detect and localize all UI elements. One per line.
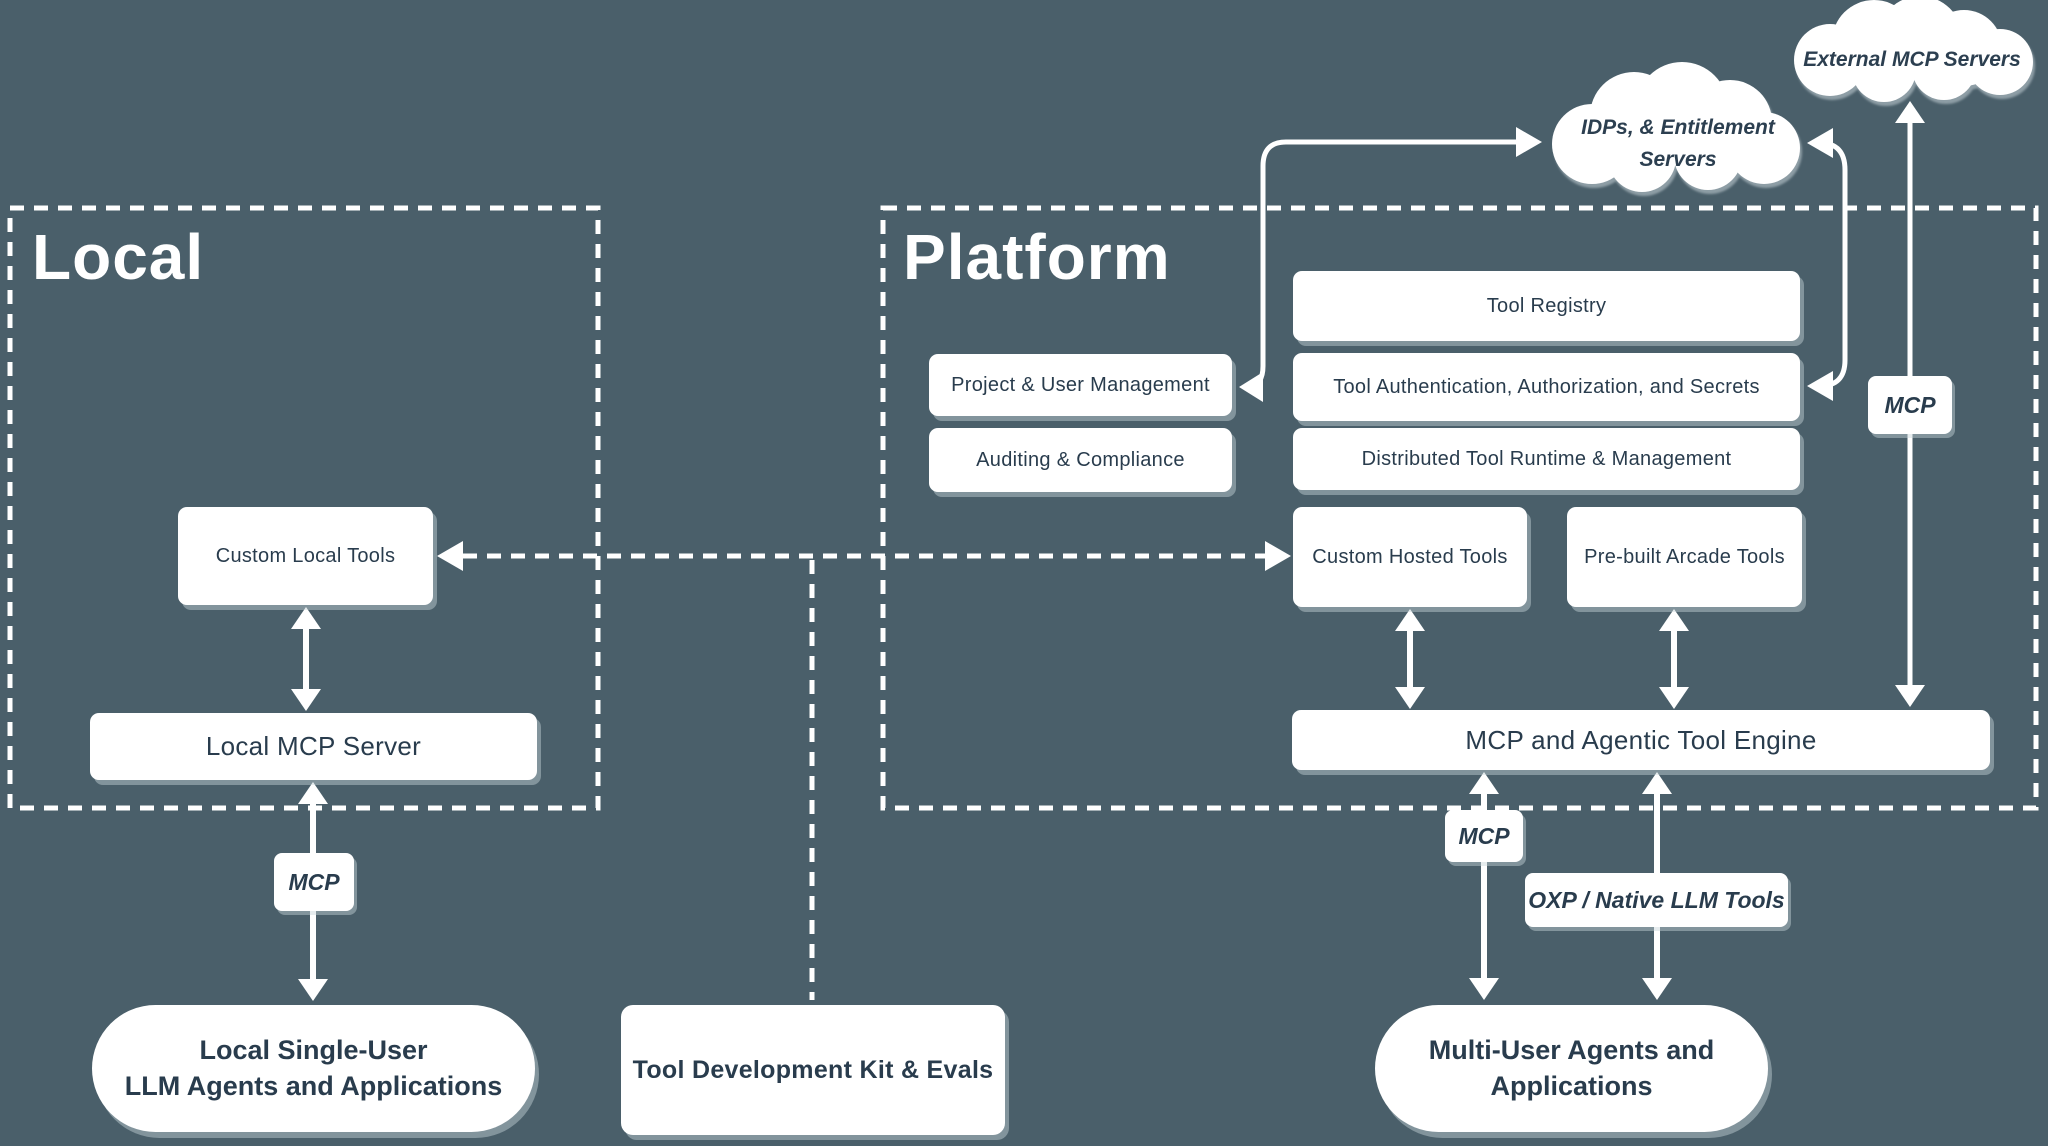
multi-agents-line1: Multi-User Agents and <box>1428 1035 1715 1066</box>
node-tool-auth: Tool Authentication, Authorization, and … <box>1293 353 1800 421</box>
node-tool-registry: Tool Registry <box>1293 271 1800 341</box>
label-mcp-bottom: MCP <box>1445 810 1523 862</box>
connector-project-idps <box>1239 127 1542 402</box>
platform-region-border <box>880 205 2039 811</box>
node-auditing-compliance: Auditing & Compliance <box>929 428 1232 492</box>
local-agents-line2: LLM Agents and Applications <box>124 1070 503 1101</box>
arrow-hosted-engine <box>1395 609 1425 709</box>
arrow-dashed-local-hosted <box>437 541 1291 571</box>
idps-cloud-label: IDPs, & Entitlement Servers <box>1558 112 1798 175</box>
connector-toolauth-idps <box>1807 128 1848 401</box>
arrow-customlocal-localmcp <box>291 607 321 711</box>
local-region-border <box>7 205 601 811</box>
node-local-single-user-agents: Local Single-User LLM Agents and Applica… <box>92 1005 535 1132</box>
node-distributed-runtime: Distributed Tool Runtime & Management <box>1293 428 1800 490</box>
local-region-title: Local <box>32 221 205 293</box>
platform-region-title: Platform <box>903 221 1171 293</box>
node-tool-development-kit: Tool Development Kit & Evals <box>621 1005 1005 1135</box>
node-mcp-agentic-engine: MCP and Agentic Tool Engine <box>1292 710 1990 770</box>
idps-cloud-label-line1: IDPs, & Entitlement <box>1581 116 1775 139</box>
node-custom-local-tools: Custom Local Tools <box>178 507 433 605</box>
node-local-mcp-server: Local MCP Server <box>90 713 537 780</box>
multi-agents-line2: Applications <box>1490 1070 1653 1101</box>
node-project-user-management: Project & User Management <box>929 354 1232 416</box>
node-custom-hosted-tools: Custom Hosted Tools <box>1293 507 1527 607</box>
external-mcp-cloud-label: External MCP Servers <box>1803 48 2021 71</box>
label-mcp-right: MCP <box>1868 376 1952 434</box>
external-mcp-cloud <box>1794 0 2033 102</box>
idps-cloud-label-line2: Servers <box>1639 147 1717 171</box>
node-multi-user-agents: Multi-User Agents and Applications <box>1375 1005 1768 1132</box>
label-mcp-local: MCP <box>274 853 354 911</box>
idps-cloud <box>1552 62 1800 192</box>
node-prebuilt-arcade-tools: Pre-built Arcade Tools <box>1567 507 1802 607</box>
arrow-prebuilt-engine <box>1659 609 1689 709</box>
local-agents-line1: Local Single-User <box>199 1035 428 1066</box>
label-oxp-native-llm-tools: OXP / Native LLM Tools <box>1525 873 1788 927</box>
